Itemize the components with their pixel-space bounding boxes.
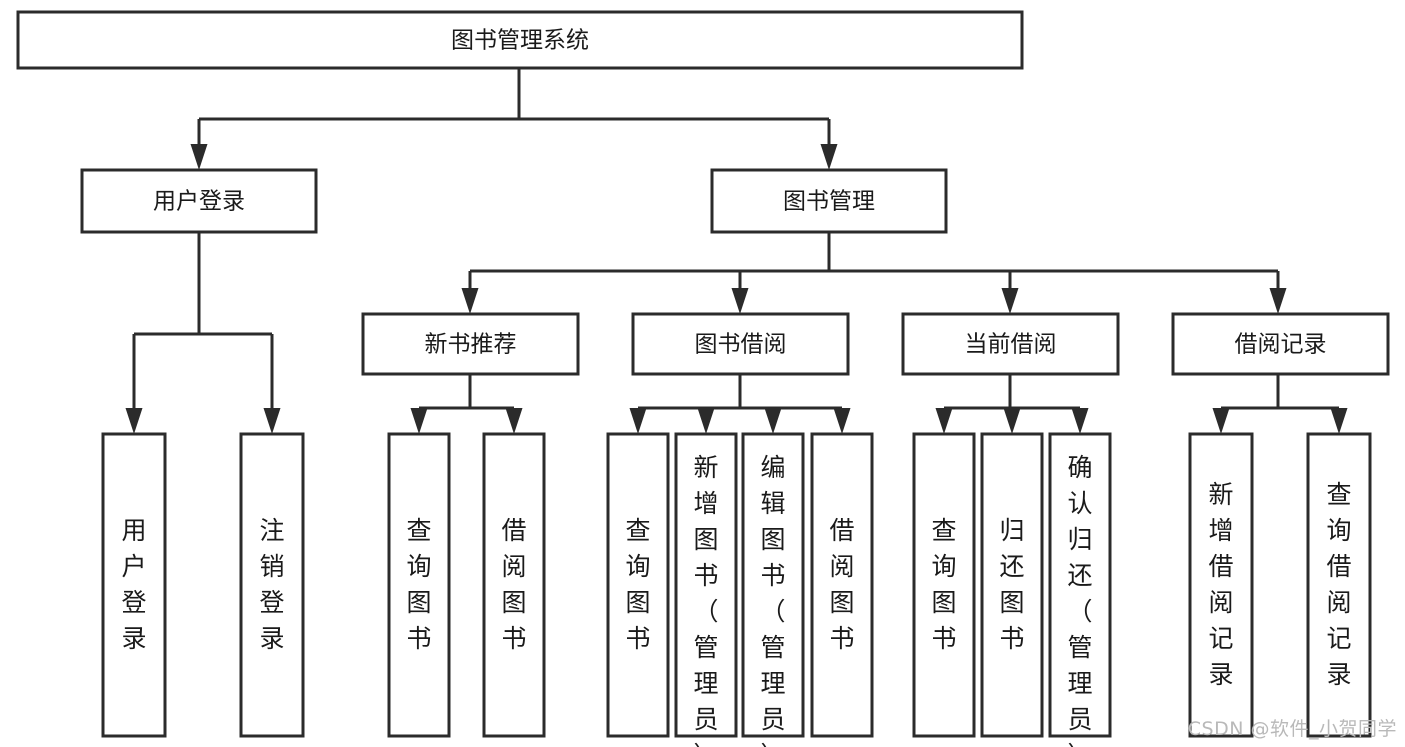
arrow-head-icon bbox=[1212, 408, 1230, 434]
leaf-label: 借阅图书 bbox=[501, 516, 526, 653]
leaf-box[interactable] bbox=[741, 432, 805, 738]
leaf-box[interactable] bbox=[674, 432, 738, 738]
leaf-leaf_cur_confirm[interactable]: 确认归还（管理员） bbox=[1048, 432, 1112, 747]
arrow-head-icon bbox=[461, 288, 479, 314]
leaf-label: 用户登录 bbox=[121, 516, 146, 653]
arrow-head-icon bbox=[935, 408, 953, 434]
arrow-head-icon bbox=[833, 408, 851, 434]
leaf-leaf_bl_borrow[interactable]: 借阅图书 bbox=[810, 432, 874, 738]
leaf-box[interactable] bbox=[810, 432, 874, 738]
leaf-leaf_bl_add[interactable]: 新增图书（管理员） bbox=[674, 432, 738, 747]
arrow-head-icon bbox=[1003, 408, 1021, 434]
leaf-label: 确认归还（管理员） bbox=[1067, 453, 1092, 747]
arrow-head-icon bbox=[731, 288, 749, 314]
node-box[interactable] bbox=[901, 312, 1120, 376]
arrow-head-icon bbox=[1269, 288, 1287, 314]
leaf-leaf_new_query[interactable]: 查询图书 bbox=[387, 432, 451, 738]
node-l1_b[interactable]: 图书管理 bbox=[710, 168, 948, 234]
leaf-box[interactable] bbox=[387, 432, 451, 738]
node-box[interactable] bbox=[361, 312, 580, 376]
arrow-head-icon bbox=[1071, 408, 1089, 434]
node-label: 图书管理系统 bbox=[451, 28, 589, 54]
connectors-layer bbox=[125, 68, 1348, 434]
leaf-leaf_rec_query[interactable]: 查询借阅记录 bbox=[1306, 432, 1372, 738]
node-label: 当前借阅 bbox=[965, 332, 1057, 358]
arrow-head-icon bbox=[125, 408, 143, 434]
connector-l2a_to_leaves bbox=[410, 374, 523, 434]
connector-l1b_to_l2 bbox=[461, 232, 1287, 314]
arrow-head-icon bbox=[263, 408, 281, 434]
leaf-box[interactable] bbox=[482, 432, 546, 738]
leaf-leaf_new_borrow[interactable]: 借阅图书 bbox=[482, 432, 546, 738]
leaf-label: 借阅图书 bbox=[829, 516, 854, 653]
connector-l1a_to_leaves bbox=[125, 232, 281, 434]
arrow-head-icon bbox=[764, 408, 782, 434]
node-label: 新书推荐 bbox=[425, 332, 517, 358]
arrow-head-icon bbox=[629, 408, 647, 434]
leaf-box[interactable] bbox=[1188, 432, 1254, 738]
leaf-label: 查询图书 bbox=[931, 516, 956, 653]
arrow-head-icon bbox=[820, 144, 838, 170]
leaf-leaf_rec_add[interactable]: 新增借阅记录 bbox=[1188, 432, 1254, 738]
arrow-head-icon bbox=[505, 408, 523, 434]
connector-l2d_to_leaves bbox=[1212, 374, 1348, 434]
leaf-leaf_user_login[interactable]: 用户登录 bbox=[101, 432, 167, 738]
leaf-box[interactable] bbox=[606, 432, 670, 738]
leaf-box[interactable] bbox=[980, 432, 1044, 738]
leaf-label: 查询图书 bbox=[406, 516, 431, 653]
leaf-box[interactable] bbox=[1306, 432, 1372, 738]
node-l2_d[interactable]: 借阅记录 bbox=[1171, 312, 1390, 376]
node-label: 图书借阅 bbox=[695, 332, 787, 358]
arrow-head-icon bbox=[697, 408, 715, 434]
leaves-layer: 用户登录 注销登录 查询图书 借阅图书 查询图书 新增图书（管理员） 编辑图书（管理员） 借阅… bbox=[101, 432, 1372, 747]
leaf-box[interactable] bbox=[101, 432, 167, 738]
node-l1_a[interactable]: 用户登录 bbox=[80, 168, 318, 234]
leaf-label: 编辑图书（管理员） bbox=[760, 453, 785, 747]
leaf-label: 新增借阅记录 bbox=[1208, 480, 1233, 689]
leaf-label: 新增图书（管理员） bbox=[693, 453, 718, 747]
node-l2_b[interactable]: 图书借阅 bbox=[631, 312, 850, 376]
connector-l2c_to_leaves bbox=[935, 374, 1089, 434]
leaf-label: 查询借阅记录 bbox=[1326, 480, 1351, 689]
connector-root_to_l1 bbox=[190, 68, 838, 170]
leaf-leaf_cur_return[interactable]: 归还图书 bbox=[980, 432, 1044, 738]
node-box[interactable] bbox=[16, 10, 1024, 70]
node-box[interactable] bbox=[710, 168, 948, 234]
leaf-box[interactable] bbox=[1048, 432, 1112, 738]
leaf-leaf_bl_query[interactable]: 查询图书 bbox=[606, 432, 670, 738]
node-label: 用户登录 bbox=[153, 189, 245, 215]
node-box[interactable] bbox=[80, 168, 318, 234]
arrow-head-icon bbox=[1001, 288, 1019, 314]
leaf-leaf_user_logout[interactable]: 注销登录 bbox=[239, 432, 305, 738]
node-label: 借阅记录 bbox=[1235, 332, 1327, 358]
leaf-box[interactable] bbox=[912, 432, 976, 738]
node-l2_c[interactable]: 当前借阅 bbox=[901, 312, 1120, 376]
arrow-head-icon bbox=[1330, 408, 1348, 434]
leaf-label: 归还图书 bbox=[999, 516, 1024, 653]
arrow-head-icon bbox=[190, 144, 208, 170]
node-box[interactable] bbox=[631, 312, 850, 376]
leaf-box[interactable] bbox=[239, 432, 305, 738]
connector-l2b_to_leaves bbox=[629, 374, 851, 434]
arrow-head-icon bbox=[410, 408, 428, 434]
node-label: 图书管理 bbox=[783, 189, 875, 215]
node-root[interactable]: 图书管理系统 bbox=[16, 10, 1024, 70]
node-box[interactable] bbox=[1171, 312, 1390, 376]
node-l2_a[interactable]: 新书推荐 bbox=[361, 312, 580, 376]
leaf-leaf_bl_edit[interactable]: 编辑图书（管理员） bbox=[741, 432, 805, 747]
leaf-label: 查询图书 bbox=[625, 516, 650, 653]
leaf-label: 注销登录 bbox=[259, 516, 284, 653]
leaf-leaf_cur_query[interactable]: 查询图书 bbox=[912, 432, 976, 738]
